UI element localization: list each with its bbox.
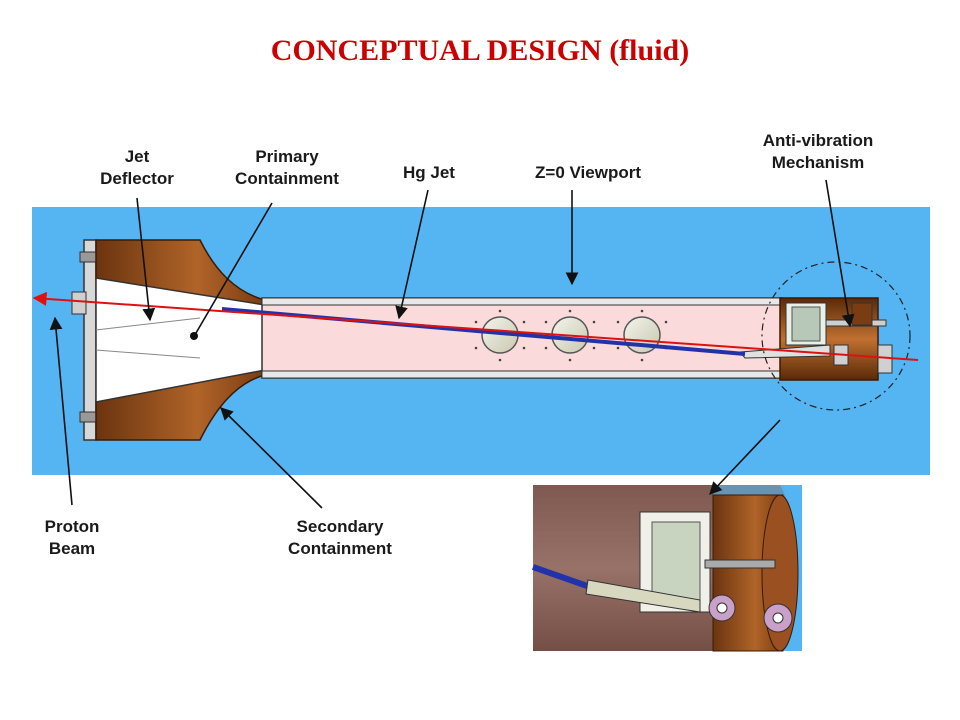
proton-beam-line xyxy=(32,291,919,361)
left-flange xyxy=(71,239,97,441)
hg-jet-arrow xyxy=(395,189,429,320)
hg-jet-label: Hg Jet xyxy=(403,163,455,182)
jet-deflector-arrow xyxy=(136,197,156,322)
viewport-label-rest: 0 Viewport xyxy=(555,163,641,182)
jet-deflector-label: Jet Deflector xyxy=(100,147,174,188)
proton-beam-label: Proton Beam xyxy=(44,517,100,558)
secondary-containment-arrow xyxy=(220,407,323,509)
primary-containment-arrow xyxy=(195,202,273,334)
secondary-containment-label: Secondary Containment xyxy=(288,517,392,558)
callout-arrows xyxy=(49,179,855,509)
page-title: CONCEPTUAL DESIGN (fluid) xyxy=(270,34,690,67)
primary-containment-point xyxy=(190,332,198,340)
right-end-assembly xyxy=(738,297,893,381)
primary-containment-label: Primary Containment xyxy=(235,147,339,188)
anti-vibration-highlight-circle xyxy=(761,261,911,411)
proton-beam-arrow xyxy=(49,316,73,506)
anti-vibration-arrow xyxy=(825,179,855,328)
viewport-label-prefix: Z= xyxy=(535,163,556,182)
main-tube xyxy=(261,297,783,379)
anti-vibration-label: Anti-vibration Mechanism xyxy=(762,131,874,172)
viewport-label: Z=0 Viewport xyxy=(508,162,668,184)
inset-detail-view xyxy=(532,485,802,652)
inset-arrow xyxy=(709,419,781,495)
